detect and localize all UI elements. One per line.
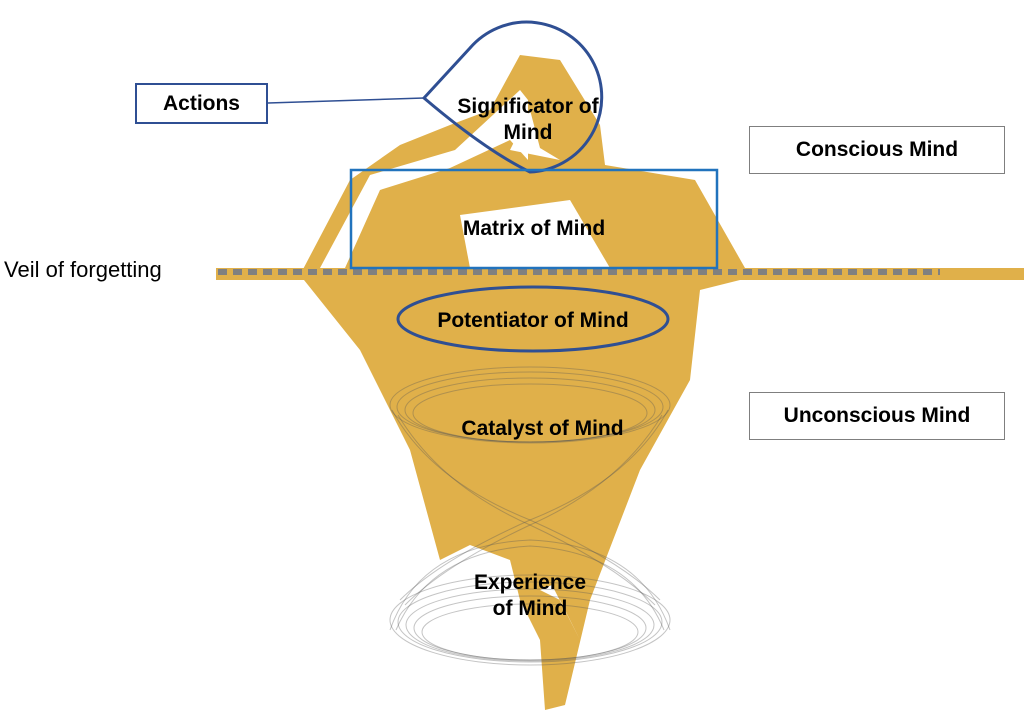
significator-line1: Significator of xyxy=(457,95,599,118)
matrix-label: Matrix of Mind xyxy=(462,217,606,240)
significator-label: Significator of Mind xyxy=(428,94,628,147)
experience-label: Experience of Mind xyxy=(440,570,620,623)
actions-connector xyxy=(267,97,425,104)
gold-shape xyxy=(300,55,745,710)
actions-box: Actions xyxy=(135,83,268,124)
conscious-mind-label: Conscious Mind xyxy=(795,138,959,161)
unconscious-mind-label: Unconscious Mind xyxy=(783,404,971,427)
experience-line2: of Mind xyxy=(492,597,568,621)
catalyst-vortex xyxy=(389,366,671,606)
matrix-box xyxy=(349,168,719,270)
significator-teardrop xyxy=(421,20,604,174)
potentiator-ellipse xyxy=(396,285,670,353)
cutout-top xyxy=(510,110,560,160)
cutout-upper xyxy=(320,90,528,268)
actions-label: Actions xyxy=(162,91,240,115)
conscious-mind-box: Conscious Mind xyxy=(749,126,1005,174)
experience-vortex xyxy=(389,539,671,666)
catalyst-label: Catalyst of Mind xyxy=(461,417,624,440)
significator-line2: Mind xyxy=(503,121,553,145)
veil-label: Veil of forgetting xyxy=(4,257,162,282)
cutout-matrix xyxy=(460,200,610,268)
experience-line1: Experience xyxy=(473,571,587,594)
potentiator-label: Potentiator of Mind xyxy=(437,309,629,332)
unconscious-mind-box: Unconscious Mind xyxy=(749,392,1005,440)
cutout-lower xyxy=(540,585,580,640)
